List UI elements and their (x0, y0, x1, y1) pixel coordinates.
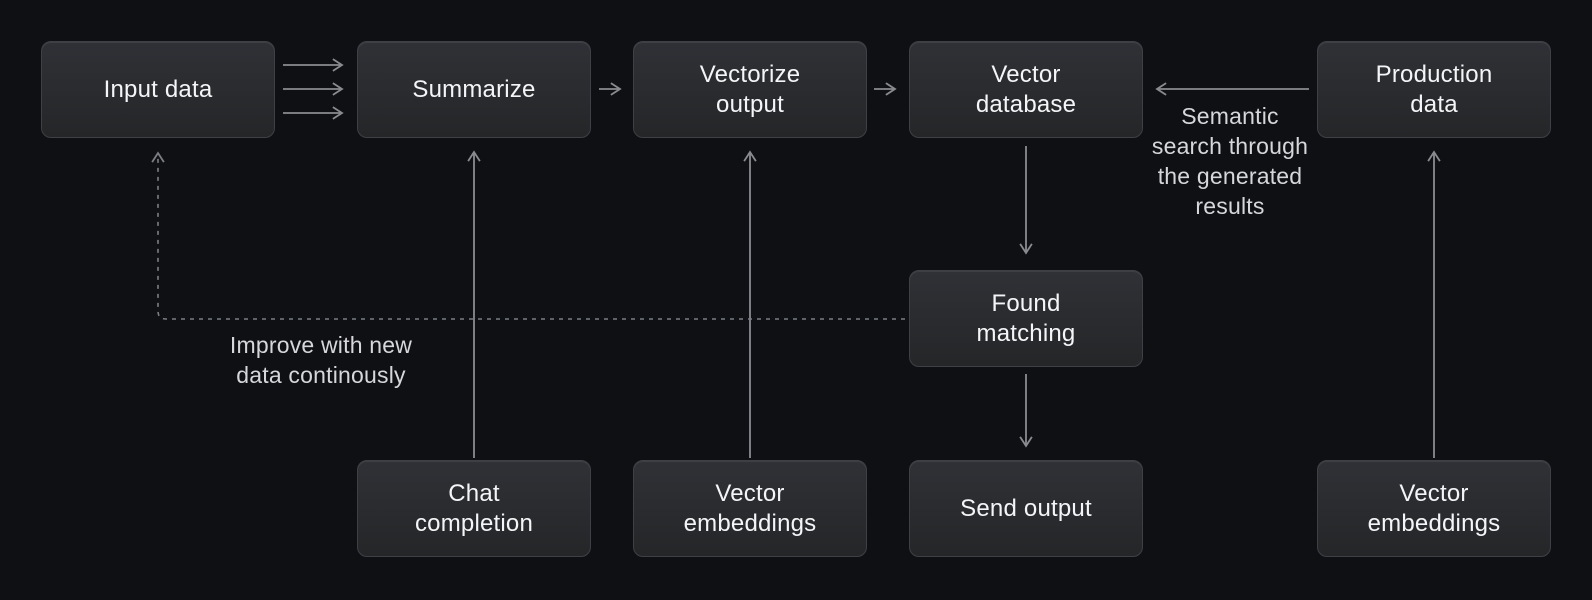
node-vectorize-output: Vectorize output (633, 41, 867, 138)
node-label: Production data (1375, 60, 1493, 118)
node-vector-embeddings-right: Vector embeddings (1317, 460, 1551, 557)
node-input-data: Input data (41, 41, 275, 138)
node-label: Vectorize output (699, 60, 801, 118)
node-label: Input data (103, 75, 213, 103)
node-vector-embeddings-left: Vector embeddings (633, 460, 867, 557)
node-label: Vector embeddings (1367, 479, 1501, 537)
edge-found-matching-to-input-data (151, 151, 905, 320)
node-label: Vector database (975, 60, 1077, 118)
node-send-output: Send output (909, 460, 1143, 557)
node-label: Send output (960, 494, 1092, 522)
annotation-semantic-search: Semantic search through the generated re… (1151, 103, 1309, 219)
node-production-data: Production data (1317, 41, 1551, 138)
edge-input-data-to-summarize (283, 58, 344, 120)
node-chat-completion: Chat completion (357, 460, 591, 557)
annotation-improve-loop: Improve with new data continously (229, 332, 413, 388)
node-summarize: Summarize (357, 41, 591, 138)
node-label: Found matching (976, 289, 1076, 347)
node-label: Chat completion (414, 479, 534, 537)
node-found-matching: Found matching (909, 270, 1143, 367)
node-label: Summarize (412, 75, 536, 103)
node-label: Vector embeddings (683, 479, 817, 537)
node-vector-database: Vector database (909, 41, 1143, 138)
